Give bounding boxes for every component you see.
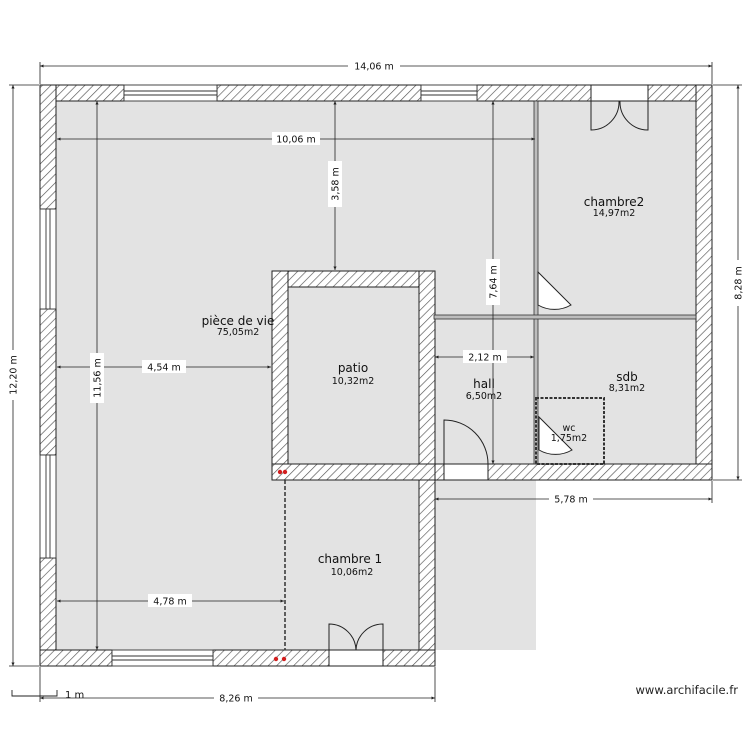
floor-chambre1 [285, 480, 419, 650]
dim-overall-width: 14,06 m [354, 62, 393, 73]
floor-patio [288, 287, 418, 464]
room-name-chambre2: chambre2 [584, 195, 645, 209]
window-top-left [123, 84, 218, 102]
doors [328, 84, 649, 667]
dim-bottom-width: 8,26 m [219, 694, 252, 705]
door-chambre1-french [328, 623, 384, 667]
scale-label: 1 m [65, 690, 84, 701]
dim-living-to-patio: 4,54 m [147, 363, 180, 374]
dim-overall-height: 12,20 m [9, 355, 20, 394]
room-name-chambre1: chambre 1 [318, 552, 382, 566]
marker-dot [282, 469, 288, 475]
markers [273, 469, 288, 662]
room-area-piece-de-vie: 75,05m2 [217, 327, 260, 338]
patio-wall-right [418, 270, 436, 465]
room-name-hall: hall [473, 377, 495, 391]
marker-dot [277, 469, 283, 475]
windows [39, 84, 478, 667]
wall-top-right [476, 84, 592, 102]
window-left-b [39, 454, 57, 559]
room-name-sdb: sdb [616, 370, 638, 384]
credit-text[interactable]: www.archifacile.fr [636, 683, 739, 697]
dim-inner-width: 10,06 m [276, 135, 315, 146]
wall-left-a [39, 84, 57, 210]
door-chambre2 [537, 270, 572, 310]
room-area-sdb: 8,31m2 [609, 383, 645, 394]
wall-left-b [39, 308, 57, 456]
window-bottom [111, 649, 214, 667]
patio-wall-left [271, 270, 289, 481]
dim-right-wing-width: 5,78 m [554, 495, 587, 506]
window-top-mid [420, 84, 478, 102]
wall-bottom-mid [212, 649, 330, 667]
room-name-patio: patio [338, 361, 368, 375]
partition-vertical [533, 100, 539, 465]
patio-wall-top [271, 270, 436, 288]
partition-wc [535, 397, 605, 465]
room-area-chambre2: 14,97m2 [593, 208, 636, 219]
marker-dot [281, 656, 287, 662]
wall-right [695, 84, 713, 481]
room-area-patio: 10,32m2 [332, 376, 375, 387]
dimension-labels: 14,06 m 12,20 m 10,06 m 3,58 m 11,56 m 7… [6, 59, 745, 705]
door-hall [443, 419, 489, 481]
scale-bar: 1 m [11, 690, 84, 701]
room-area-chambre1: 10,06m2 [331, 567, 374, 578]
dim-living-to-chambre1: 4,78 m [153, 597, 186, 608]
partitions [284, 100, 697, 650]
floor-right-wing [480, 101, 696, 464]
dim-patio-top-gap: 3,58 m [331, 167, 342, 200]
room-name-piece-de-vie: pièce de vie [202, 314, 275, 328]
wall-bottom-right [382, 649, 436, 667]
partition-chambre2-sdb [433, 314, 697, 320]
patio-wall-bottom [271, 463, 436, 481]
walls [39, 84, 713, 667]
floor-areas [56, 101, 696, 650]
wall-chambre1-right [418, 463, 436, 667]
dim-right-wing-height: 8,28 m [734, 266, 745, 299]
wall-top-mid [216, 84, 422, 102]
marker-dot [273, 656, 279, 662]
room-area-wc: 1,75m2 [551, 433, 587, 444]
room-area-hall: 6,50m2 [466, 391, 502, 402]
dim-hall-width: 2,12 m [468, 353, 501, 364]
dim-hall-height: 7,64 m [489, 265, 500, 298]
door-wc [538, 415, 573, 455]
window-left-a [39, 208, 57, 310]
room-labels: pièce de vie 75,05m2 patio 10,32m2 chamb… [202, 195, 646, 578]
scale-bar-line [11, 690, 58, 697]
dim-living-height: 11,56 m [93, 358, 104, 397]
room-name-wc: wc [563, 423, 576, 434]
door-chambre2-french [590, 84, 649, 131]
wall-bottom-left [39, 649, 113, 667]
